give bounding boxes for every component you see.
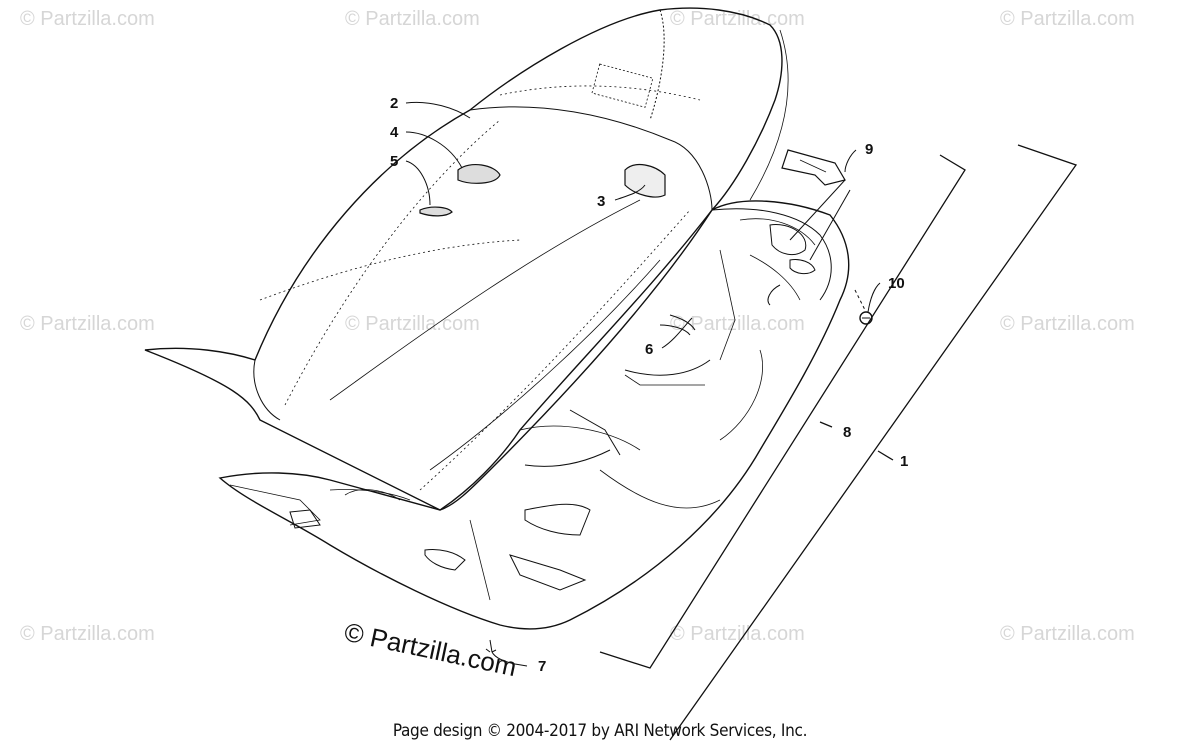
small-parts [419,149,873,653]
watermark: © Partzilla.com [345,313,480,335]
watermark-main: © Partzilla.com [342,617,520,683]
callout-7[interactable]: 7 [538,658,546,675]
watermark: © Partzilla.com [20,8,155,30]
callout-9[interactable]: 9 [865,141,873,158]
callout-10[interactable]: 10 [888,275,905,292]
seat-cover [144,7,789,511]
watermark: © Partzilla.com [345,8,480,30]
callout-6[interactable]: 6 [645,341,653,358]
callout-1[interactable]: 1 [900,453,908,470]
watermark: © Partzilla.com [20,623,155,645]
callout-8[interactable]: 8 [843,424,851,441]
callout-5[interactable]: 5 [390,153,398,170]
watermark: © Partzilla.com [1000,313,1135,335]
assembly-brackets [599,144,1078,741]
callout-4[interactable]: 4 [390,124,399,141]
callout-2[interactable]: 2 [390,95,398,112]
watermark: © Partzilla.com [670,8,805,30]
watermark: © Partzilla.com [20,313,155,335]
watermark: © Partzilla.com [670,623,805,645]
callout-labels: 2 4 5 3 6 7 9 10 8 1 [390,95,908,675]
watermark: © Partzilla.com [1000,623,1135,645]
watermark-layer: © Partzilla.com © Partzilla.com © Partzi… [20,8,1135,645]
leader-lines [405,101,881,667]
watermark: © Partzilla.com [670,313,805,335]
callout-3[interactable]: 3 [597,193,605,210]
footer-copyright: Page design © 2004-2017 by ARI Network S… [392,721,808,741]
watermark: © Partzilla.com [1000,8,1135,30]
seat-base [218,200,850,630]
